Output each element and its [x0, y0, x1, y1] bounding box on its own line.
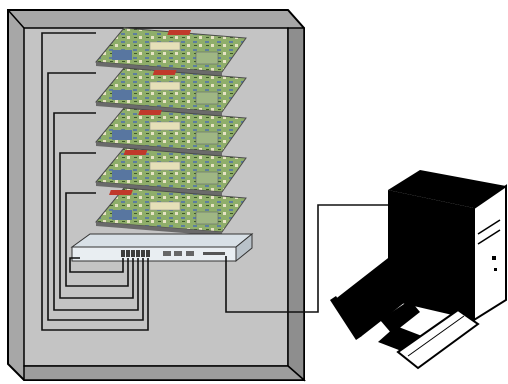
workstation — [330, 170, 506, 368]
switch-port — [131, 250, 135, 257]
circuit-board-stack — [96, 28, 246, 236]
board-red-component — [109, 190, 133, 195]
network-switch — [72, 234, 252, 261]
rack-bottom-panel — [24, 366, 304, 380]
switch-port — [121, 250, 125, 257]
switch-port — [141, 250, 145, 257]
board-red-component — [138, 110, 162, 115]
switch-port — [126, 250, 130, 257]
switch-port — [146, 250, 150, 257]
board-red-component — [167, 30, 191, 35]
board-red-component — [124, 150, 148, 155]
switch-port — [136, 250, 140, 257]
rack-side-panel — [288, 28, 304, 380]
board-red-component — [153, 70, 177, 75]
